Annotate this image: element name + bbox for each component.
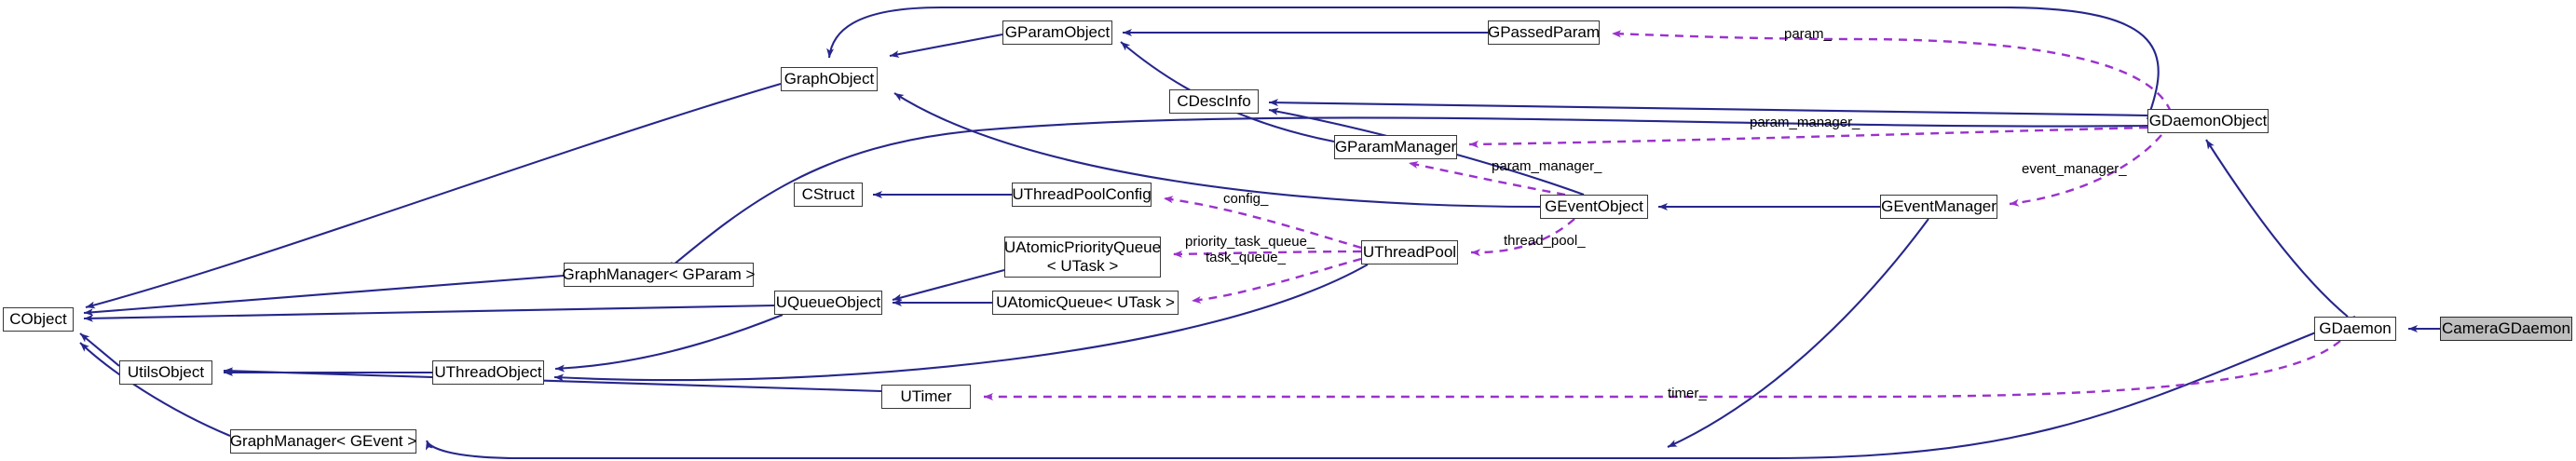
class-node-label: UThreadPoolConfig — [1012, 185, 1152, 204]
class-node-GraphObject[interactable]: GraphObject — [781, 67, 878, 91]
edge-graphobject-cobject — [85, 82, 782, 309]
class-node-label: UtilsObject — [127, 363, 205, 382]
class-node-GParamObject[interactable]: GParamObject — [1002, 20, 1112, 45]
edge-geventmanager-bottom — [1667, 218, 1929, 448]
class-node-UThreadPool[interactable]: UThreadPool — [1361, 240, 1458, 264]
edge-usage-timer — [984, 340, 2341, 400]
class-node-label: UAtomicQueue< UTask > — [996, 293, 1175, 312]
class-node-label: GraphObject — [784, 70, 875, 88]
class-node-GDaemon[interactable]: GDaemon — [2314, 317, 2396, 341]
class-node-UThreadObject[interactable]: UThreadObject — [432, 360, 544, 385]
edge-graphmanagergevent-cobject — [79, 342, 231, 437]
edge-label-event_manager: event_manager_ — [2022, 161, 2127, 177]
edge-gparamobject-graphobject — [889, 33, 1003, 59]
edge-label-config: config_ — [1223, 191, 1269, 207]
edge-gdaemon-gdaemonobject — [2205, 139, 2349, 318]
class-node-label: CObject — [9, 310, 67, 329]
edge-utimer-utilsobject — [223, 367, 882, 393]
edge-gdaemon-graphmanagergevent — [425, 316, 2356, 460]
edge-label-task_queue: task_queue_ — [1206, 250, 1286, 265]
edge-gdaemonobject-graphmanagergparam — [666, 116, 2148, 271]
class-node-label: UAtomicPriorityQueue < UTask > — [1003, 238, 1162, 275]
edge-usage-param-manager-2 — [1408, 161, 1566, 197]
class-node-label: GParamManager — [1334, 138, 1457, 156]
edge-usage-priority-task-queue — [1172, 250, 1362, 258]
class-node-label: UQueueObject — [775, 293, 881, 312]
edge-usage-config — [1163, 196, 1362, 250]
class-node-GParamManager[interactable]: GParamManager — [1334, 135, 1457, 159]
class-node-label: UTimer — [900, 387, 952, 406]
edge-uatomicpriorityqueue-uqueueobject — [892, 268, 1005, 302]
class-node-label: GDaemonObject — [2148, 112, 2268, 130]
edge-geventobject-graphobject — [893, 92, 1541, 209]
class-node-label: CStruct — [801, 185, 855, 204]
class-node-CStruct[interactable]: CStruct — [794, 183, 863, 207]
edge-label-param_manager_2: param_manager_ — [1492, 158, 1602, 174]
class-node-GraphManagerGParam[interactable]: GraphManager< GParam > — [562, 263, 756, 287]
class-node-label: GraphManager< GEvent > — [229, 432, 417, 451]
edge-label-param_manager_1: param_manager_ — [1750, 115, 1860, 130]
class-node-label: GraphManager< GParam > — [562, 265, 756, 284]
edge-label-priority_task_queue: priority_task_queue_ — [1185, 234, 1315, 250]
class-node-label: CDescInfo — [1177, 92, 1251, 111]
edge-usage-event-manager — [2009, 134, 2162, 207]
class-node-GEventManager[interactable]: GEventManager — [1880, 195, 1997, 219]
edge-label-thread_pool: thread_pool_ — [1504, 233, 1586, 249]
class-node-UThreadPoolConfig[interactable]: UThreadPoolConfig — [1012, 183, 1152, 207]
class-node-CameraGDaemon[interactable]: CameraGDaemon — [2440, 317, 2572, 341]
edge-usage-task-queue — [1191, 257, 1362, 305]
class-node-label: GEventObject — [1545, 197, 1643, 216]
edge-usage-param-manager-1 — [1468, 126, 2148, 148]
class-node-UQueueObject[interactable]: UQueueObject — [774, 291, 882, 315]
usage-edges — [984, 30, 2341, 400]
class-node-UTimer[interactable]: UTimer — [881, 385, 971, 409]
class-node-label: GPassedParam — [1488, 23, 1600, 42]
class-node-CDescInfo[interactable]: CDescInfo — [1169, 89, 1259, 114]
edge-utilsobject-cobject — [79, 332, 120, 367]
class-node-label: GEventManager — [1881, 197, 1997, 216]
class-node-label: UThreadObject — [434, 363, 542, 382]
class-node-GPassedParam[interactable]: GPassedParam — [1488, 20, 1600, 45]
edge-uthreadpool-uthreadobject — [553, 264, 1369, 382]
class-node-GDaemonObject[interactable]: GDaemonObject — [2147, 109, 2269, 133]
edge-graphmanagergparam-cobject — [83, 274, 565, 317]
edge-uqueueobject-uthreadobject — [554, 314, 784, 373]
class-node-UAtomicPriorityQueue[interactable]: UAtomicPriorityQueue < UTask > — [1004, 237, 1161, 278]
class-node-UAtomicQueueUTask[interactable]: UAtomicQueue< UTask > — [992, 291, 1179, 315]
edge-usage-param — [1611, 30, 2173, 113]
class-node-GEventObject[interactable]: GEventObject — [1540, 195, 1648, 219]
class-node-label: UThreadPool — [1362, 243, 1457, 262]
class-node-label: GParamObject — [1004, 23, 1111, 42]
inheritance-edges — [79, 6, 2440, 460]
edge-label-param: param_ — [1784, 26, 1832, 42]
class-node-label: GDaemon — [2319, 319, 2392, 338]
class-node-CObject[interactable]: CObject — [3, 307, 74, 332]
edge-gdaemonobject-graphobject — [826, 6, 2160, 120]
edge-uqueueobject-cobject — [83, 304, 775, 322]
edge-label-timer: timer_ — [1668, 386, 1707, 401]
edge-gdaemonobject-cdescinfo — [1268, 99, 2148, 117]
class-node-label: CameraGDaemon — [2442, 319, 2570, 338]
class-node-GraphManagerGEvent[interactable]: GraphManager< GEvent > — [230, 429, 416, 454]
class-node-UtilsObject[interactable]: UtilsObject — [119, 360, 212, 385]
